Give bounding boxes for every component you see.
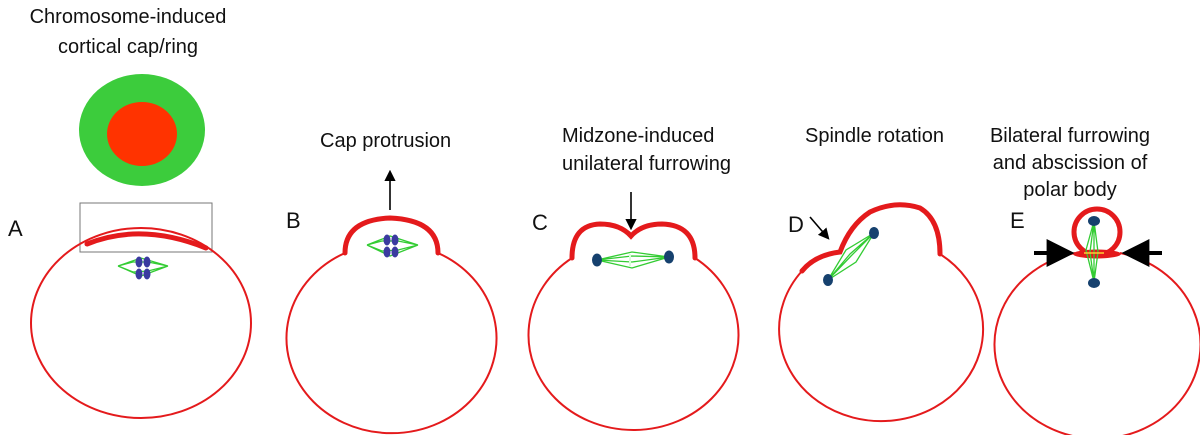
panel-d-title-line1: Spindle rotation bbox=[805, 125, 944, 147]
chromosome bbox=[143, 256, 151, 268]
oocyte-membrane bbox=[993, 252, 1200, 435]
inset-cap-ring: Chromosome-induced cortical cap/ring bbox=[30, 6, 227, 186]
spindle-pole bbox=[1088, 278, 1100, 288]
meiotic-spindle bbox=[366, 234, 419, 258]
chromosome bbox=[391, 234, 399, 246]
panel-letter-b: B bbox=[286, 208, 301, 233]
panel-e: Bilateral furrowing and abscission of po… bbox=[990, 125, 1200, 435]
tilted-cortex bbox=[799, 202, 943, 274]
chromosome bbox=[143, 268, 151, 280]
panel-e-title-line3: polar body bbox=[1023, 179, 1116, 201]
panel-letter-d: D bbox=[788, 212, 804, 237]
chromosome bbox=[383, 234, 391, 246]
spindle-pole bbox=[1088, 216, 1100, 226]
cortical-cap bbox=[84, 231, 209, 251]
polar-body-spindle bbox=[1084, 216, 1104, 288]
panel-c: Midzone-induced unilateral furrowing C bbox=[527, 125, 740, 431]
panel-e-title-line2: and abscission of bbox=[993, 152, 1148, 174]
inset-title-line2: cortical cap/ring bbox=[58, 36, 198, 58]
spindle-pole bbox=[664, 250, 674, 264]
contractile-ring bbox=[1073, 249, 1121, 259]
panel-letter-c: C bbox=[532, 210, 548, 235]
panel-a: A bbox=[8, 202, 252, 419]
oocyte-membrane bbox=[285, 252, 498, 435]
chromosome bbox=[383, 246, 391, 258]
panel-b-title-line1: Cap protrusion bbox=[320, 130, 451, 152]
chromosome bbox=[135, 256, 143, 268]
anaphase-spindle bbox=[592, 250, 674, 269]
oocyte-membrane bbox=[527, 257, 740, 431]
panel-letter-a: A bbox=[8, 216, 23, 241]
panel-b: Cap protrusion B bbox=[285, 130, 498, 435]
protruding-cap bbox=[342, 215, 441, 256]
rotating-spindle bbox=[823, 227, 879, 286]
panel-c-title-line1: Midzone-induced bbox=[562, 125, 714, 147]
chromosome bbox=[391, 246, 399, 258]
rotation-arrow bbox=[809, 216, 830, 240]
spindle-pole bbox=[823, 274, 833, 286]
panel-c-title-line2: unilateral furrowing bbox=[562, 153, 731, 175]
panel-letter-e: E bbox=[1010, 208, 1025, 233]
furrowing-cortex bbox=[569, 221, 698, 261]
oocyte-membrane bbox=[30, 227, 252, 419]
inset-zoom-box bbox=[79, 202, 213, 253]
spindle-pole bbox=[592, 253, 602, 267]
panel-d: Spindle rotation D bbox=[778, 125, 985, 423]
meiotic-spindle bbox=[117, 256, 169, 280]
chromosome bbox=[135, 268, 143, 280]
inset-title-line1: Chromosome-induced bbox=[30, 6, 227, 28]
spindle-pole bbox=[869, 227, 879, 239]
oocyte-membrane bbox=[778, 253, 985, 423]
cortical-cap-center bbox=[107, 102, 177, 166]
panel-e-title-line1: Bilateral furrowing bbox=[990, 125, 1150, 147]
